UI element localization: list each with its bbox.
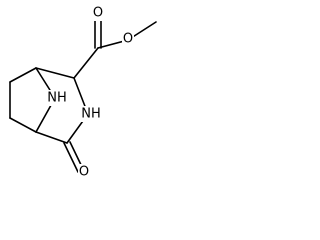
bridge-nitrogen-label: NH	[47, 91, 67, 106]
lactam-oxygen-label: O	[79, 165, 89, 180]
ester-ether-oxygen: O	[122, 31, 134, 47]
lactam-oxygen: O	[78, 164, 90, 180]
ester-carbonyl-oxygen-label: O	[93, 6, 103, 21]
bond-c7-c1	[9, 67, 37, 83]
chemical-structure: O O NH NH O	[9, 5, 157, 180]
bond-c1-c2	[35, 67, 75, 79]
ester-carbonyl-oxygen: O	[92, 5, 104, 21]
bridge-nitrogen: NH	[46, 90, 68, 106]
amide-nitrogen-label: NH	[81, 107, 101, 122]
bond-c5-c6	[9, 117, 37, 133]
ester-ether-oxygen-label: O	[123, 32, 133, 47]
bonds	[9, 18, 157, 173]
bond-c4-c5	[35, 131, 68, 144]
atom-labels: O O NH NH O	[46, 5, 134, 180]
bond-c4-o-lactam-a	[63, 142, 79, 173]
bond-c2-c-ester	[73, 47, 99, 79]
amide-nitrogen: NH	[80, 106, 102, 122]
